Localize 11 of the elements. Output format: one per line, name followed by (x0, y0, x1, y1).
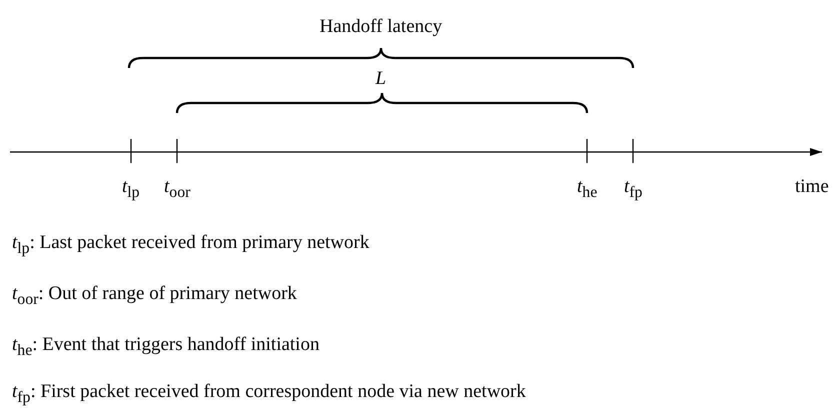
brace-label: L (376, 68, 386, 90)
tick-label: t$_{fp}$ (624, 176, 642, 203)
tick-label: t$_{oor}$ (164, 176, 190, 203)
definition-text: t$_{fp}$: First packet received from correspondent node via new network (12, 381, 526, 408)
definition-text: t$_{he}$: Event that triggers handoff initiation (12, 334, 320, 361)
definition-text: t$_{lp}$: Last packet received from primary network (12, 232, 370, 259)
brace-label: Handoff latency (320, 16, 442, 38)
definition-text: t$_{oor}$: Out of range of primary network (12, 283, 297, 310)
axis-label: time (795, 176, 829, 198)
tick-label: t$_{he}$ (577, 176, 598, 203)
tick-label: t$_{lp}$ (122, 176, 140, 203)
